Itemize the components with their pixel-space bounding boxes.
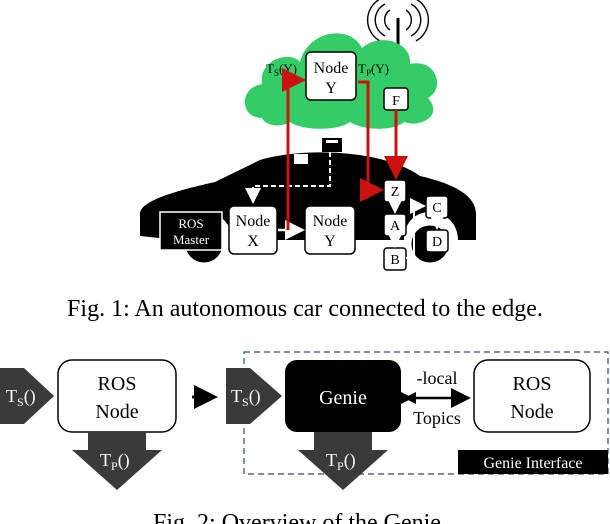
figure1-caption: Fig. 1: An autonomous car connected to t… — [67, 296, 543, 322]
left-ts-arrow — [0, 368, 54, 424]
bracket-b-to-c — [406, 198, 426, 259]
right-tp-label: TP() — [326, 450, 356, 473]
right-ros-node-line2: Node — [510, 401, 553, 423]
right-tp-arrow — [298, 432, 388, 490]
genie-interface-label: Genie Interface — [483, 455, 582, 472]
node-y-line1: Node — [313, 213, 348, 230]
box-d — [425, 229, 449, 253]
left-ros-node-line1: ROS — [98, 373, 137, 395]
ts-y-label: TS(Y) — [266, 61, 297, 78]
cloud-node-y-line2: Y — [325, 80, 337, 97]
node-x-line2: X — [247, 233, 259, 250]
left-tp-arrow — [72, 432, 162, 490]
red-arrow-tp — [358, 80, 384, 202]
topics-label: Topics — [413, 408, 461, 428]
box-c-label: C — [432, 201, 441, 216]
box-b-label: B — [390, 253, 399, 268]
box-a-label: A — [390, 219, 401, 234]
cloud-node-y-line1: Node — [314, 60, 349, 77]
red-arrow-ts — [282, 68, 306, 230]
figure-2: TS() ROS Node TP() TS() Genie -local Top… — [0, 351, 609, 524]
figure-1: Node Y TS(Y) TP(Y) F ROS Master Node X — [67, 0, 543, 322]
genie-interface-tag — [458, 450, 608, 474]
ros-master-line1: ROS — [178, 216, 203, 231]
cloud-node-y-box — [305, 51, 357, 101]
left-tp-label: TP() — [100, 450, 130, 473]
right-ros-node-box — [473, 359, 591, 433]
local-label: -local — [417, 368, 458, 388]
genie-label: Genie — [319, 387, 367, 409]
figure2-caption: Fig. 2: Overview of the Genie. — [153, 510, 447, 524]
genie-box — [285, 360, 401, 432]
box-z-label: Z — [391, 185, 400, 200]
sensor-dashed-path — [245, 152, 331, 204]
node-x-line1: Node — [236, 213, 271, 230]
box-f-label: F — [392, 94, 400, 109]
camera-icon — [294, 154, 308, 164]
right-ros-node-line1: ROS — [513, 373, 552, 395]
ros-master-line2: Master — [173, 232, 210, 247]
local-topics-arrow-left-head — [404, 392, 416, 404]
right-ts-label: TS() — [231, 386, 261, 409]
node-x-box — [228, 205, 278, 255]
box-d-label: D — [432, 235, 442, 250]
left-ts-label: TS() — [6, 386, 36, 409]
tp-y-label: TP(Y) — [358, 61, 389, 78]
node-y-line2: Y — [324, 233, 336, 250]
roof-sensor-stripe — [326, 140, 338, 143]
node-y-box — [304, 205, 356, 255]
left-ros-node-line2: Node — [95, 401, 138, 423]
right-ts-arrow — [226, 368, 282, 424]
ros-master-box — [159, 211, 223, 251]
